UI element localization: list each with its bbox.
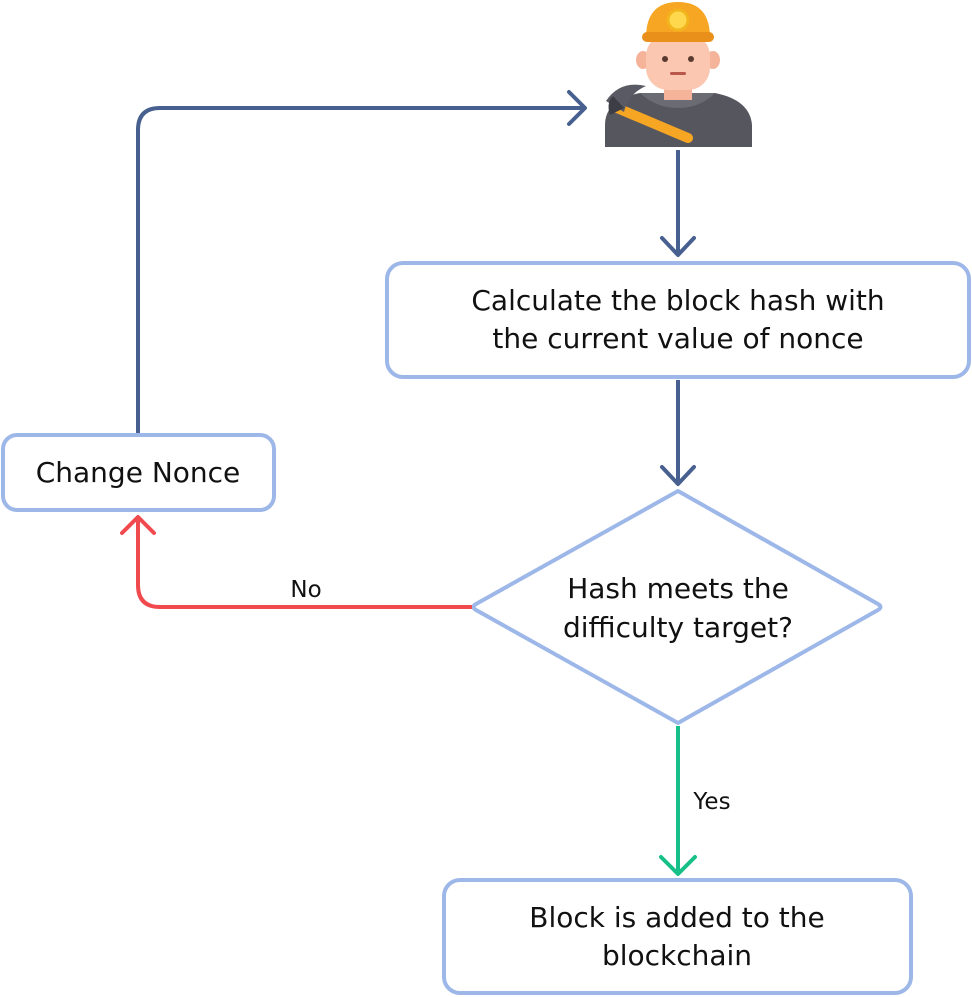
edge-yes: Yes	[659, 726, 731, 876]
change-nonce-node: Change Nonce	[1, 433, 276, 512]
decision-line-2: difficulty target?	[563, 611, 793, 644]
edge-no: No	[120, 515, 472, 609]
edge-miner-to-calculate	[660, 150, 696, 257]
calculate-hash-line-1: Calculate the block hash with	[471, 284, 884, 317]
calculate-hash-line-2: the current value of nonce	[492, 322, 863, 355]
miner-icon	[605, 2, 752, 147]
edge-calculate-to-decision	[660, 380, 696, 486]
block-added-node: Block is added to the blockchain	[442, 878, 913, 995]
block-added-line-1: Block is added to the	[529, 901, 824, 934]
calculate-hash-node: Calculate the block hash with the curren…	[385, 261, 971, 379]
block-added-line-2: blockchain	[602, 939, 752, 972]
yes-label: Yes	[692, 789, 730, 815]
difficulty-decision-node: Hash meets the difficulty target?	[471, 489, 883, 725]
no-label: No	[290, 577, 321, 603]
change-nonce-label: Change Nonce	[36, 456, 241, 489]
decision-line-1: Hash meets the	[567, 572, 789, 605]
edge-loop-back	[136, 90, 587, 433]
